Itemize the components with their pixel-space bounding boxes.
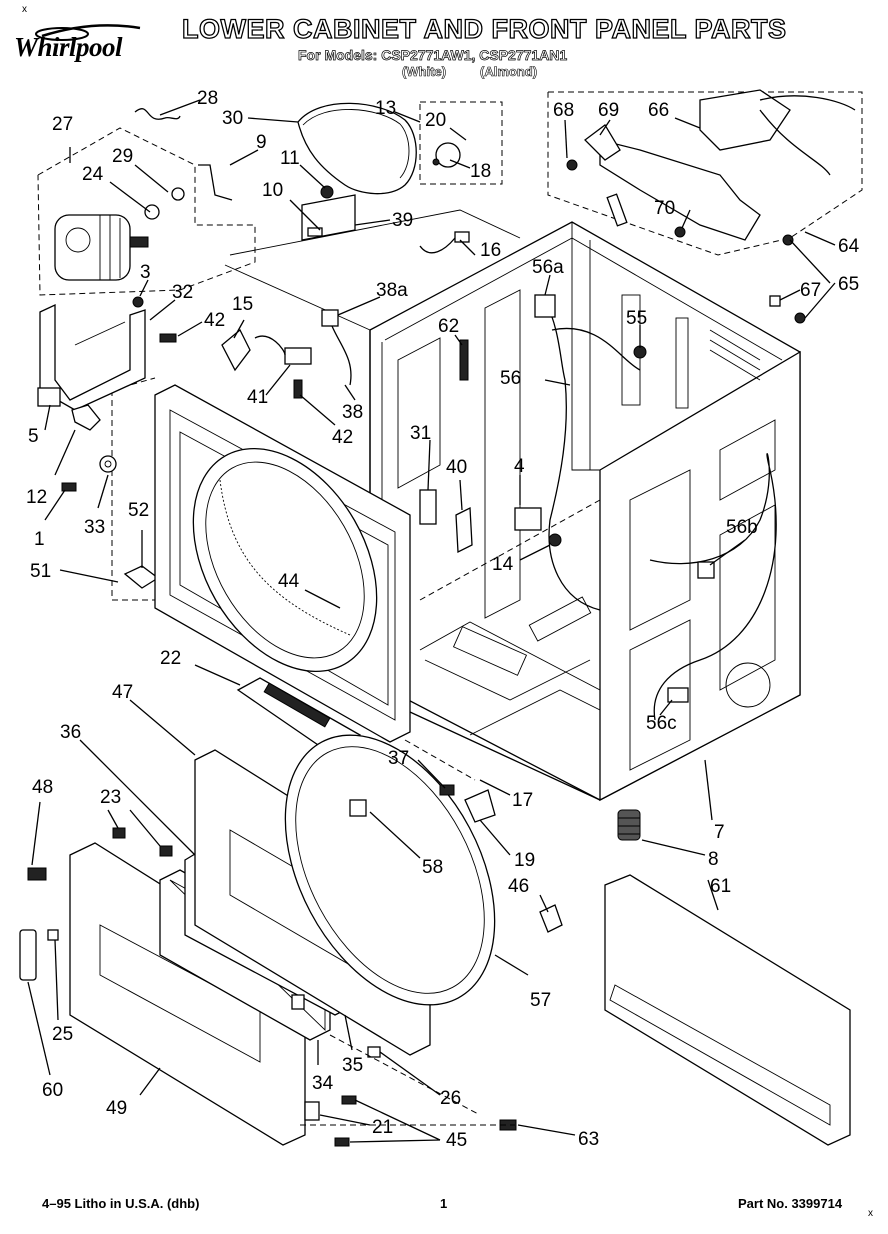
leveling-leg bbox=[617, 809, 641, 841]
callout-51: 51 bbox=[30, 561, 51, 582]
group-box-timer bbox=[547, 91, 863, 256]
callout-39: 39 bbox=[392, 210, 413, 231]
motor-mount bbox=[39, 296, 177, 411]
callout-34: 34 bbox=[312, 1073, 334, 1094]
callout-5: 5 bbox=[28, 426, 39, 447]
alignment-lines bbox=[300, 499, 601, 1126]
callout-56a: 56a bbox=[532, 257, 564, 278]
drive-motor bbox=[54, 108, 233, 281]
callout-25: 25 bbox=[52, 1024, 73, 1045]
footer-part-number: Part No. 3399714 bbox=[738, 1196, 843, 1211]
door-assembly bbox=[19, 734, 563, 1147]
wire-harness bbox=[514, 294, 777, 721]
timer-assembly bbox=[566, 89, 856, 324]
callout-64: 64 bbox=[838, 236, 860, 257]
callout-36: 36 bbox=[60, 722, 81, 743]
callout-47: 47 bbox=[112, 682, 133, 703]
callout-16: 16 bbox=[480, 240, 501, 261]
callout-56c: 56c bbox=[646, 713, 677, 734]
callout-56b: 56b bbox=[726, 517, 758, 538]
footer-page-number: 1 bbox=[440, 1196, 448, 1211]
callout-63: 63 bbox=[578, 1129, 599, 1150]
callout-65: 65 bbox=[838, 274, 859, 295]
callout-9: 9 bbox=[256, 132, 267, 153]
callout-17: 17 bbox=[512, 790, 533, 811]
callout-35: 35 bbox=[342, 1055, 363, 1076]
callout-24: 24 bbox=[82, 164, 104, 185]
callout-57: 57 bbox=[530, 990, 551, 1011]
callout-28: 28 bbox=[197, 88, 218, 109]
callout-3: 3 bbox=[140, 262, 151, 283]
brand-logo: Whirlpool bbox=[14, 32, 123, 62]
callout-40: 40 bbox=[446, 457, 467, 478]
callout-19: 19 bbox=[514, 850, 535, 871]
door-strike-parts bbox=[37, 387, 160, 589]
callout-32: 32 bbox=[172, 282, 193, 303]
callout-62: 62 bbox=[438, 316, 459, 337]
color-almond-label: (Almond) bbox=[480, 64, 538, 80]
thermostat-parts bbox=[221, 231, 647, 554]
group-box-motor bbox=[37, 127, 256, 296]
callout-30: 30 bbox=[222, 108, 243, 129]
callout-61: 61 bbox=[710, 876, 731, 897]
callout-27: 27 bbox=[52, 114, 73, 135]
callout-10: 10 bbox=[262, 180, 283, 201]
callout-42-upper: 42 bbox=[204, 310, 225, 331]
callout-46: 46 bbox=[508, 876, 529, 897]
color-white-label: (White) bbox=[402, 64, 447, 80]
callout-38: 38 bbox=[342, 402, 363, 423]
group-box-bracket bbox=[111, 377, 160, 601]
drive-belt-area bbox=[297, 102, 461, 241]
callout-69: 69 bbox=[598, 100, 619, 121]
callout-42-lower: 42 bbox=[332, 427, 353, 448]
callout-21: 21 bbox=[372, 1117, 393, 1138]
callout-26: 26 bbox=[440, 1088, 461, 1109]
callout-15: 15 bbox=[232, 294, 253, 315]
callout-8: 8 bbox=[708, 849, 719, 870]
callout-49: 49 bbox=[106, 1098, 127, 1119]
callout-68: 68 bbox=[553, 100, 574, 121]
brand-logo-swoosh bbox=[35, 24, 141, 41]
callout-13: 13 bbox=[375, 98, 396, 119]
callout-12: 12 bbox=[26, 487, 47, 508]
callout-41: 41 bbox=[247, 387, 268, 408]
callout-23: 23 bbox=[100, 787, 121, 808]
callout-44: 44 bbox=[278, 571, 300, 592]
leader-lines bbox=[27, 99, 836, 1143]
callout-56: 56 bbox=[500, 368, 521, 389]
model-numbers: For Models: CSP2771AW1, CSP2771AN1 bbox=[298, 47, 568, 64]
callout-29: 29 bbox=[112, 146, 133, 167]
callout-4: 4 bbox=[514, 456, 525, 477]
callout-1: 1 bbox=[34, 529, 45, 550]
callout-48: 48 bbox=[32, 777, 53, 798]
callout-7: 7 bbox=[714, 822, 725, 843]
group-box-pulley bbox=[419, 101, 503, 185]
callout-37: 37 bbox=[388, 748, 409, 769]
callout-18: 18 bbox=[470, 161, 491, 182]
callout-31: 31 bbox=[410, 423, 431, 444]
callout-66: 66 bbox=[648, 100, 669, 121]
callout-60: 60 bbox=[42, 1080, 63, 1101]
callout-14: 14 bbox=[492, 554, 514, 575]
callout-70: 70 bbox=[654, 198, 675, 219]
callout-38a: 38a bbox=[376, 280, 408, 301]
callout-55: 55 bbox=[626, 308, 647, 329]
page-title: LOWER CABINET AND FRONT PANEL PARTS bbox=[181, 13, 787, 44]
callout-58: 58 bbox=[422, 857, 443, 878]
callout-11: 11 bbox=[280, 148, 300, 169]
callout-52: 52 bbox=[128, 500, 149, 521]
callout-20: 20 bbox=[425, 110, 446, 131]
callout-labels: 28 30 13 20 18 27 29 24 9 11 10 39 16 3 … bbox=[26, 88, 860, 1151]
front-panel bbox=[154, 384, 411, 743]
callout-33: 33 bbox=[84, 517, 105, 538]
corner-mark-bottom: x bbox=[868, 1208, 873, 1219]
toe-kick-panel bbox=[604, 874, 851, 1146]
callout-45: 45 bbox=[446, 1130, 467, 1151]
footer-print-info: 4–95 Litho in U.S.A. (dhb) bbox=[42, 1196, 200, 1211]
corner-mark: x bbox=[22, 4, 27, 15]
callout-67: 67 bbox=[800, 280, 821, 301]
callout-22: 22 bbox=[160, 648, 181, 669]
